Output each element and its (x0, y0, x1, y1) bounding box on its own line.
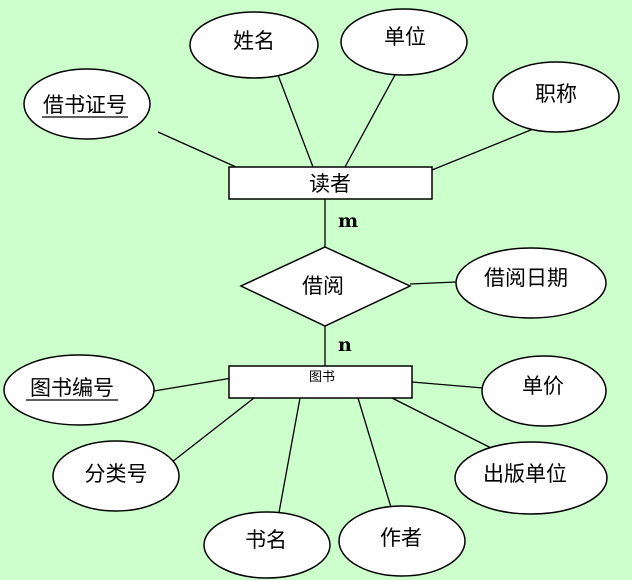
relationship-borrow-label: 借阅 (302, 274, 344, 298)
cardinality-n: n (338, 334, 352, 356)
attribute-bookname: 书名 (203, 511, 331, 579)
cardinality-m: m (338, 210, 358, 232)
attribute-unit-label: 单位 (384, 25, 426, 49)
attribute-publisher-label: 出版单位 (483, 462, 567, 486)
attribute-price-label: 单价 (522, 374, 564, 398)
edge-reader-unit (344, 74, 396, 168)
entity-reader-label: 读者 (309, 172, 351, 196)
attribute-author-label: 作者 (380, 526, 422, 550)
attribute-borrow-date-label: 借阅日期 (484, 266, 568, 290)
edge-book-author (357, 397, 394, 515)
edge-book-price (411, 381, 484, 389)
attribute-category: 分类号 (52, 440, 180, 512)
attribute-name-label: 姓名 (233, 29, 275, 53)
attribute-price: 单价 (481, 355, 607, 427)
relationship-borrow: 借阅 (239, 246, 412, 327)
attribute-cardno: 借书证号 (23, 68, 151, 140)
edge-book-publisher (391, 397, 504, 455)
attribute-category-label: 分类号 (85, 462, 148, 486)
attribute-borrow-date: 借阅日期 (455, 247, 607, 319)
entity-book: 图书 (228, 365, 413, 399)
attribute-title-label: 职称 (535, 82, 577, 106)
attribute-name: 姓名 (189, 11, 319, 79)
attribute-bookno: 图书编号 (3, 354, 155, 426)
attribute-author: 作者 (338, 505, 466, 577)
edge-reader-title (431, 126, 539, 171)
edge-book-bookname (277, 397, 301, 519)
edge-book-category (171, 397, 255, 463)
edge-book-bookno (153, 377, 233, 392)
edge-reader-name (277, 74, 314, 168)
attribute-cardno-label: 借书证号 (43, 93, 127, 117)
edge-borrow-date (409, 281, 457, 285)
attribute-title: 职称 (492, 61, 620, 133)
edge-reader-cardno (157, 131, 237, 168)
entity-reader: 读者 (228, 166, 433, 200)
entity-book-label: 图书 (309, 370, 335, 385)
attribute-unit: 单位 (340, 8, 468, 76)
attribute-bookno-label: 图书编号 (30, 376, 114, 400)
attribute-publisher: 出版单位 (454, 441, 608, 515)
connectors (153, 74, 539, 519)
attribute-bookname-label: 书名 (245, 528, 287, 552)
